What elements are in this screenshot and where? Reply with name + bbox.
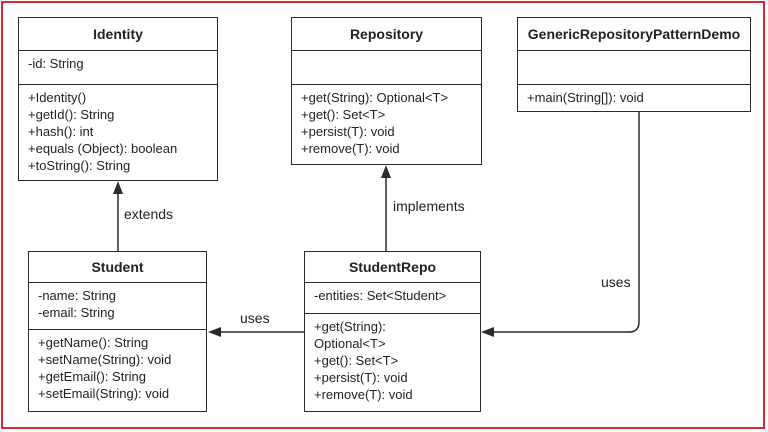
method: +setName(String): void bbox=[38, 352, 172, 367]
implements-label: implements bbox=[393, 198, 465, 214]
attributes-section: -name: String -email: String bbox=[29, 283, 206, 329]
methods-section: +get(String): Optional<T> +get(): Set<T>… bbox=[305, 313, 480, 407]
attributes-section: -entities: Set<Student> bbox=[305, 283, 480, 313]
method: Optional<T> bbox=[314, 336, 386, 351]
method: +main(String[]): void bbox=[527, 90, 644, 105]
method: +get(String): Optional<T> bbox=[301, 90, 449, 105]
method: +getEmail(): String bbox=[38, 369, 147, 384]
method: +Identity() bbox=[28, 90, 87, 105]
methods-section: +get(String): Optional<T> +get(): Set<T>… bbox=[292, 84, 481, 161]
extends-arrowhead bbox=[113, 181, 123, 194]
method: +persist(T): void bbox=[301, 124, 395, 139]
method: +get(String): bbox=[314, 319, 386, 334]
attribute: -name: String bbox=[38, 288, 117, 303]
attribute: -id: String bbox=[28, 56, 84, 71]
method: +persist(T): void bbox=[314, 370, 408, 385]
class-name: Repository bbox=[292, 18, 481, 51]
demo-class: GenericRepositoryPatternDemo +main(Strin… bbox=[517, 17, 751, 112]
method: +getName(): String bbox=[38, 335, 149, 350]
uses-label-demo: uses bbox=[601, 274, 631, 290]
attributes-section bbox=[292, 51, 481, 84]
class-name: Student bbox=[29, 252, 206, 283]
method: +remove(T): void bbox=[314, 387, 413, 402]
methods-section: +main(String[]): void bbox=[518, 84, 750, 110]
studentrepo-class: StudentRepo -entities: Set<Student> +get… bbox=[304, 251, 481, 412]
attribute: -email: String bbox=[38, 305, 115, 320]
method: +setEmail(String): void bbox=[38, 386, 170, 401]
class-name: Identity bbox=[19, 18, 217, 51]
uses-arrowhead-demo bbox=[481, 327, 494, 337]
extends-label: extends bbox=[124, 206, 174, 222]
method: +getId(): String bbox=[28, 107, 115, 122]
methods-section: +getName(): String +setName(String): voi… bbox=[29, 329, 206, 406]
class-name: GenericRepositoryPatternDemo bbox=[518, 18, 750, 51]
method: +get(): Set<T> bbox=[301, 107, 386, 122]
uses-line-demo bbox=[494, 112, 640, 333]
identity-class: Identity -id: String +Identity() +getId(… bbox=[18, 17, 218, 181]
attributes-section bbox=[518, 51, 750, 84]
method: +hash(): int bbox=[28, 124, 94, 139]
method: +equals (Object): boolean bbox=[28, 141, 178, 156]
class-name: StudentRepo bbox=[305, 252, 480, 283]
implements-arrowhead bbox=[381, 165, 391, 178]
uses-arrowhead-repo bbox=[208, 327, 221, 337]
method: +toString(): String bbox=[28, 158, 131, 173]
student-class: Student -name: String -email: String +ge… bbox=[28, 251, 207, 412]
attributes-section: -id: String bbox=[19, 51, 217, 84]
repository-class: Repository +get(String): Optional<T> +ge… bbox=[291, 17, 482, 165]
methods-section: +Identity() +getId(): String +hash(): in… bbox=[19, 84, 217, 178]
attribute: -entities: Set<Student> bbox=[314, 288, 447, 303]
method: +remove(T): void bbox=[301, 141, 400, 156]
uses-label-repo: uses bbox=[240, 310, 270, 326]
method: +get(): Set<T> bbox=[314, 353, 399, 368]
